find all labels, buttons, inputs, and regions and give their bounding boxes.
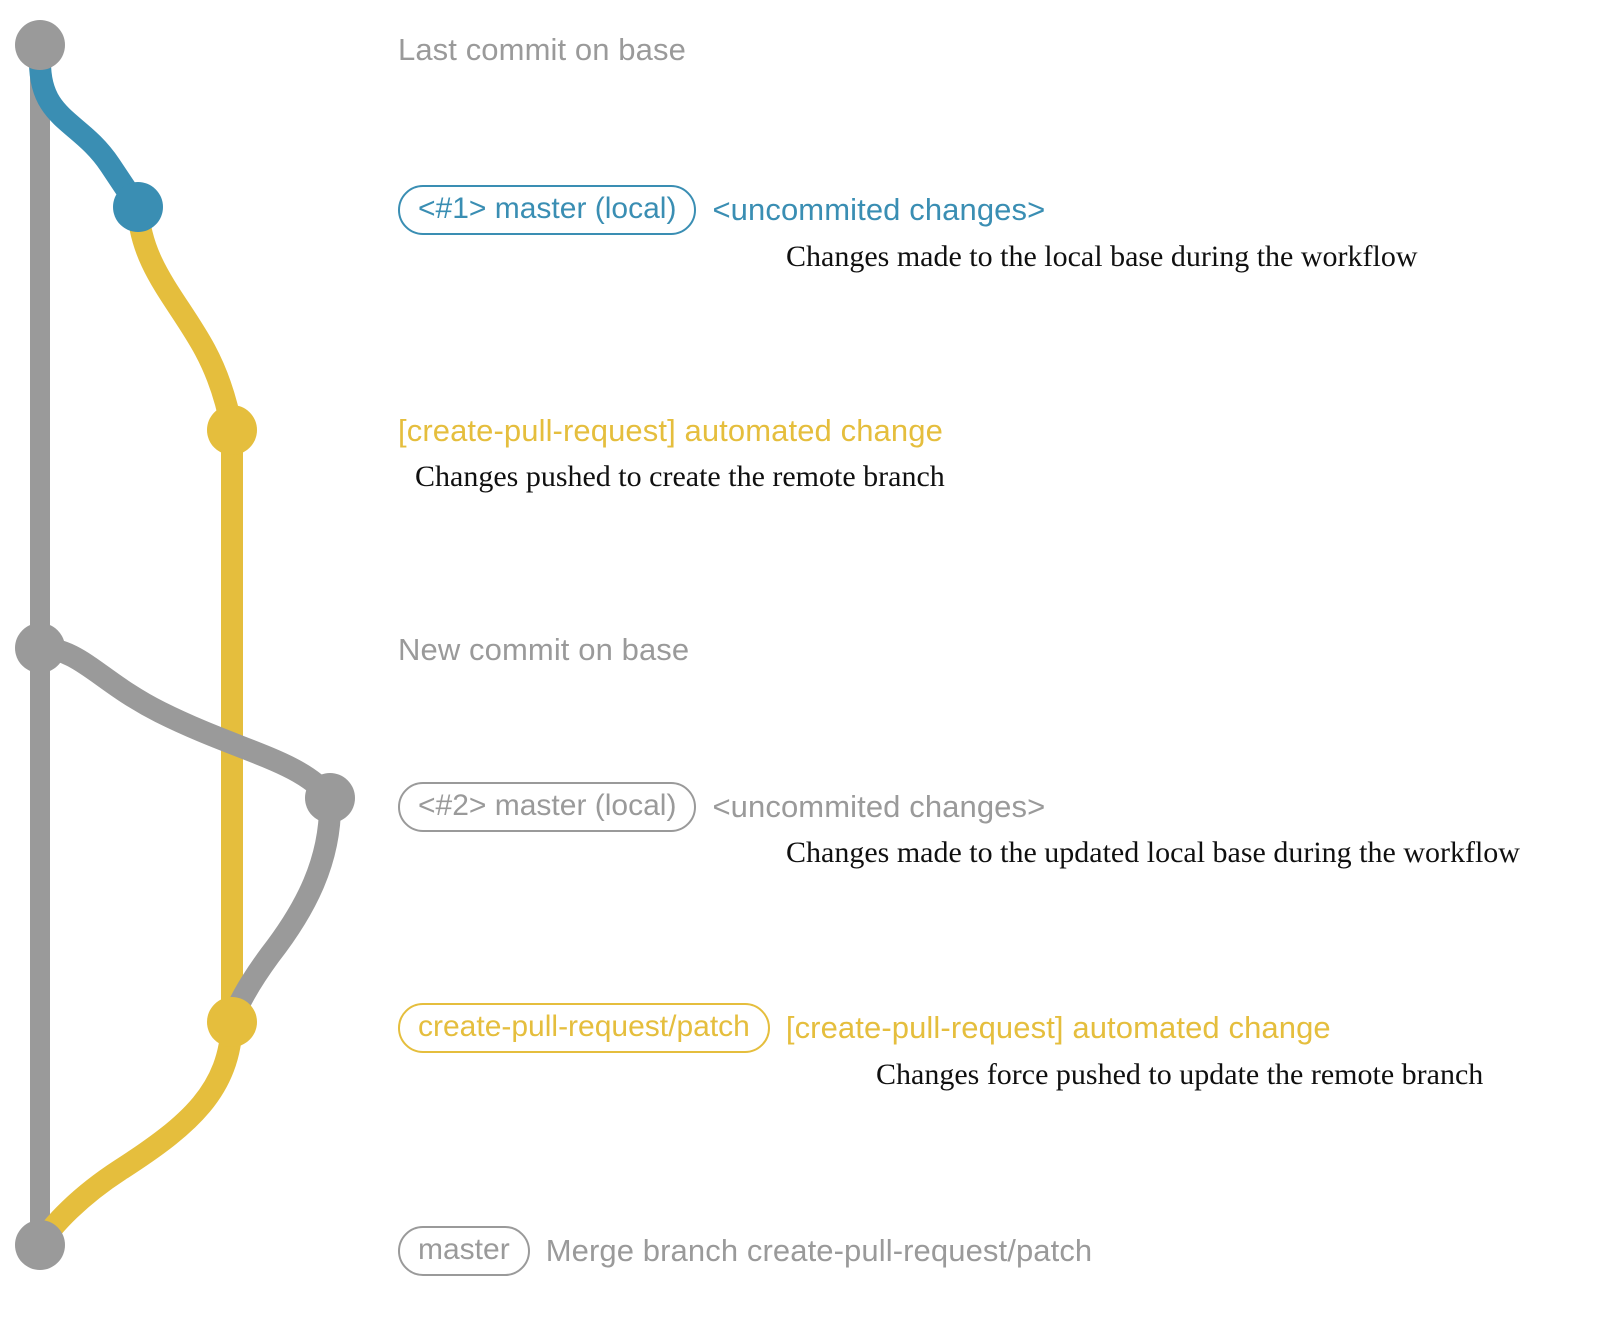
commit-node-last-commit-on-base[interactable] bbox=[15, 20, 65, 70]
commit-message-new-commit: New commit on base bbox=[398, 632, 690, 667]
commit-node-new-commit-on-base[interactable] bbox=[15, 623, 65, 673]
commit-message-automated-change-2: [create-pull-request] automated change bbox=[785, 1010, 1331, 1045]
branch-badge-master-local-2[interactable]: <#2> master (local) bbox=[398, 782, 697, 832]
commit-node-master-local-1[interactable] bbox=[113, 182, 163, 232]
branch-badge-master-local-1[interactable]: <#1> master (local) bbox=[398, 185, 697, 235]
edge-master-local-2-to-automated-2 bbox=[221, 787, 342, 1033]
commit-message-last-commit: Last commit on base bbox=[398, 32, 686, 67]
commit-node-merge[interactable] bbox=[15, 1220, 65, 1270]
commit-description-automated-change-1: Changes pushed to create the remote bran… bbox=[415, 460, 945, 493]
commit-row-merge: master Merge branch create-pull-request/… bbox=[398, 1226, 1092, 1276]
edge-base-to-master-local-1 bbox=[29, 51, 149, 218]
commit-graph bbox=[15, 20, 355, 1270]
edge-new-base-to-master-local-2 bbox=[29, 637, 341, 809]
branch-badge-create-pull-request-patch[interactable]: create-pull-request/patch bbox=[398, 1003, 770, 1053]
commit-message-master-local-2: <uncommited changes> bbox=[712, 789, 1046, 824]
commit-message-master-local-1: <uncommited changes> bbox=[712, 192, 1046, 227]
edge-automated-2-to-merge bbox=[29, 1011, 243, 1256]
commit-row-new-commit: New commit on base bbox=[398, 632, 689, 668]
commit-message-merge: Merge branch create-pull-request/patch bbox=[545, 1233, 1093, 1268]
branch-badge-master[interactable]: master bbox=[398, 1226, 530, 1276]
commit-row-master-local-1: <#1> master (local) <uncommited changes> bbox=[398, 185, 1045, 235]
commit-row-last-commit: Last commit on base bbox=[398, 32, 686, 68]
commit-row-automated-change-2: create-pull-request/patch [create-pull-r… bbox=[398, 1003, 1331, 1053]
commit-row-master-local-2: <#2> master (local) <uncommited changes> bbox=[398, 782, 1045, 832]
commit-description-automated-change-2: Changes force pushed to update the remot… bbox=[876, 1058, 1484, 1091]
edge-master-local-1-to-automated-1 bbox=[127, 196, 243, 441]
commit-description-master-local-1: Changes made to the local base during th… bbox=[786, 240, 1418, 273]
commit-message-automated-change-1: [create-pull-request] automated change bbox=[398, 413, 943, 448]
commit-node-automated-change-2[interactable] bbox=[207, 997, 257, 1047]
commit-row-automated-change-1: [create-pull-request] automated change bbox=[398, 413, 943, 449]
commit-node-automated-change-1[interactable] bbox=[207, 405, 257, 455]
commit-description-master-local-2: Changes made to the updated local base d… bbox=[786, 836, 1520, 869]
commit-node-master-local-2[interactable] bbox=[305, 773, 355, 823]
